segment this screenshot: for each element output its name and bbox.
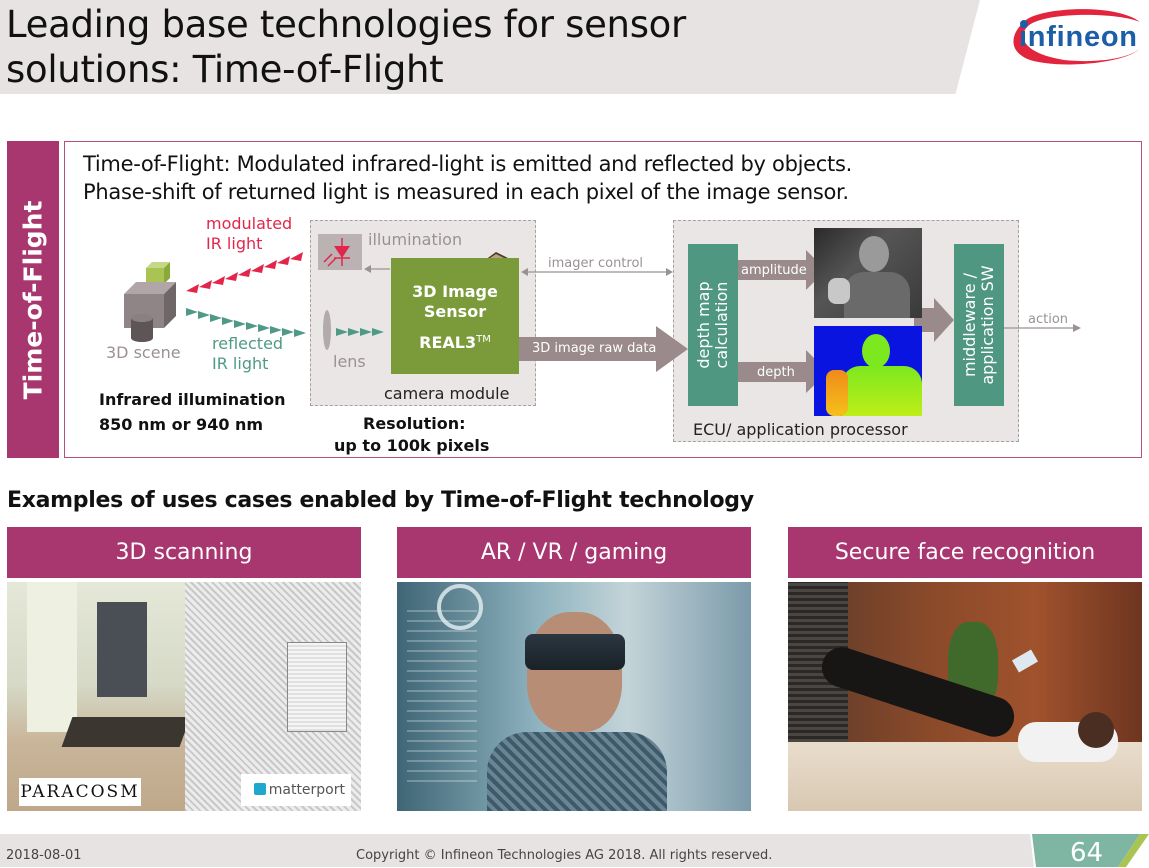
ecu-label: ECU/ application processor <box>693 420 908 439</box>
title-line-1: Leading base technologies for sensor <box>6 3 686 46</box>
sensor-line-2: Sensor <box>423 302 487 321</box>
paracosm-logo: PARACOSM <box>19 778 141 806</box>
sensor-product-name: REAL3 <box>419 333 477 352</box>
depth-label: depth <box>757 365 795 380</box>
amplitude-image <box>814 228 922 318</box>
matterport-logo: matterport <box>241 774 351 806</box>
modulated-label-2: IR light <box>206 234 263 253</box>
trademark: TM <box>476 334 491 345</box>
action-label: action <box>1028 312 1069 327</box>
matterport-icon <box>253 783 266 795</box>
tof-side-tab: Time-of-Flight <box>7 141 59 458</box>
use-case-header-face-recognition: Secure face recognition <box>788 527 1142 578</box>
depth-image <box>814 326 922 416</box>
resolution-label-1: Resolution: <box>363 414 466 433</box>
modulated-label-1: modulated <box>206 214 293 233</box>
slide-title: Leading base technologies for sensor sol… <box>6 2 966 92</box>
footer-band <box>0 834 1149 867</box>
sensor-line-3: REAL3TM <box>391 330 519 353</box>
use-case-image-ar-vr <box>397 582 751 811</box>
page-number: 64 <box>1070 838 1104 868</box>
reflected-label-2: IR light <box>212 354 269 373</box>
sensor-line-1: 3D Image <box>412 282 498 301</box>
description-line-1: Time-of-Flight: Modulated infrared-light… <box>83 152 852 176</box>
title-line-2: solutions: Time-of-Flight <box>6 48 444 91</box>
infrared-label-1: Infrared illumination <box>99 390 286 409</box>
use-cases-heading: Examples of uses cases enabled by Time-o… <box>7 488 754 513</box>
scene-label: 3D scene <box>106 343 181 362</box>
page-number-badge <box>1030 834 1149 867</box>
raw-data-label: 3D image raw data <box>532 341 657 356</box>
middleware-block: middleware /application SW <box>954 244 1004 406</box>
footer-copyright: Copyright © Infineon Technologies AG 201… <box>356 848 773 863</box>
illumination-label: illumination <box>368 230 463 249</box>
middleware-label: middleware /application SW <box>960 265 997 385</box>
tof-side-label: Time-of-Flight <box>18 200 48 399</box>
imager-control-label: imager control <box>548 256 644 271</box>
footer-date: 2018-08-01 <box>6 848 82 863</box>
logo-text: infineon <box>1019 21 1137 53</box>
lens-label: lens <box>333 352 366 371</box>
use-case-header-ar-vr: AR / VR / gaming <box>397 527 751 578</box>
amplitude-label: amplitude <box>741 263 807 278</box>
reflected-label-1: reflected <box>212 334 284 353</box>
infrared-label-2: 850 nm or 940 nm <box>99 415 264 434</box>
camera-module-label: camera module <box>384 384 510 403</box>
description-line-2: Phase-shift of returned light is measure… <box>83 180 849 204</box>
image-sensor-block: 3D Image Sensor REAL3TM <box>391 258 519 374</box>
title-band <box>0 0 980 94</box>
infineon-logo: infineon <box>1013 9 1140 65</box>
tof-description: Time-of-Flight: Modulated infrared-light… <box>83 150 1003 206</box>
use-case-image-3d-scanning: PARACOSM matterport <box>7 582 361 811</box>
use-case-image-face-recognition <box>788 582 1142 811</box>
resolution-label-2: up to 100k pixels <box>334 436 490 455</box>
use-case-header-3d-scanning: 3D scanning <box>7 527 361 578</box>
